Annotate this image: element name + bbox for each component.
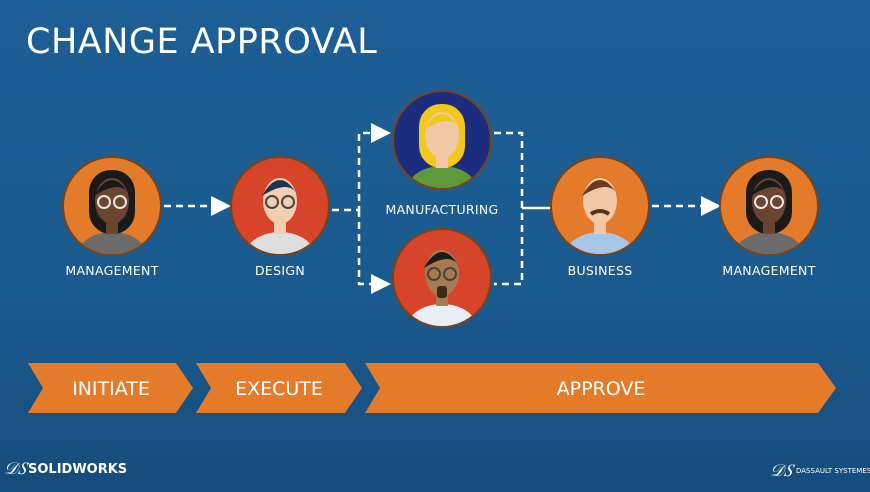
dassault-wordmark: DASSAULT SYSTEMES [796, 467, 870, 475]
avatar-engineer [392, 228, 492, 328]
stage-label-execute: EXECUTE [235, 378, 323, 400]
role-label-business: BUSINESS [568, 263, 633, 278]
dassault-logo: 𝒟𝑆 DASSAULT SYSTEMES [770, 461, 870, 481]
avatar-design [230, 156, 330, 256]
stage-approve [365, 363, 836, 413]
stage-initiate [28, 363, 193, 413]
ds-logo-icon: 𝒟𝑆 [770, 461, 796, 481]
role-label-management-final: MANAGEMENT [722, 263, 815, 278]
stage-execute [196, 363, 362, 413]
role-label-manufacturing: MANUFACTURING [385, 202, 498, 217]
ds-logo-icon: 𝒟𝑆 [4, 459, 30, 479]
solidworks-wordmark: SOLIDWORKS [28, 462, 127, 477]
avatar-management [62, 156, 162, 256]
avatar-business [550, 156, 650, 256]
avatar-manufacturing [392, 90, 492, 190]
stage-label-initiate: INITIATE [72, 378, 150, 400]
role-label-design: DESIGN [255, 263, 305, 278]
avatar-management-final [719, 156, 819, 256]
connector-merge [494, 131, 524, 286]
flow-connectors [164, 123, 721, 294]
arrow-to-engineer [357, 210, 391, 294]
arrow-to-manufacturing [332, 123, 391, 212]
role-label-management: MANAGEMENT [65, 263, 158, 278]
stage-label-approve: APPROVE [557, 378, 646, 400]
page-title: CHANGE APPROVAL [26, 22, 378, 62]
solidworks-logo: 𝒟𝑆 SOLIDWORKS [4, 459, 127, 479]
